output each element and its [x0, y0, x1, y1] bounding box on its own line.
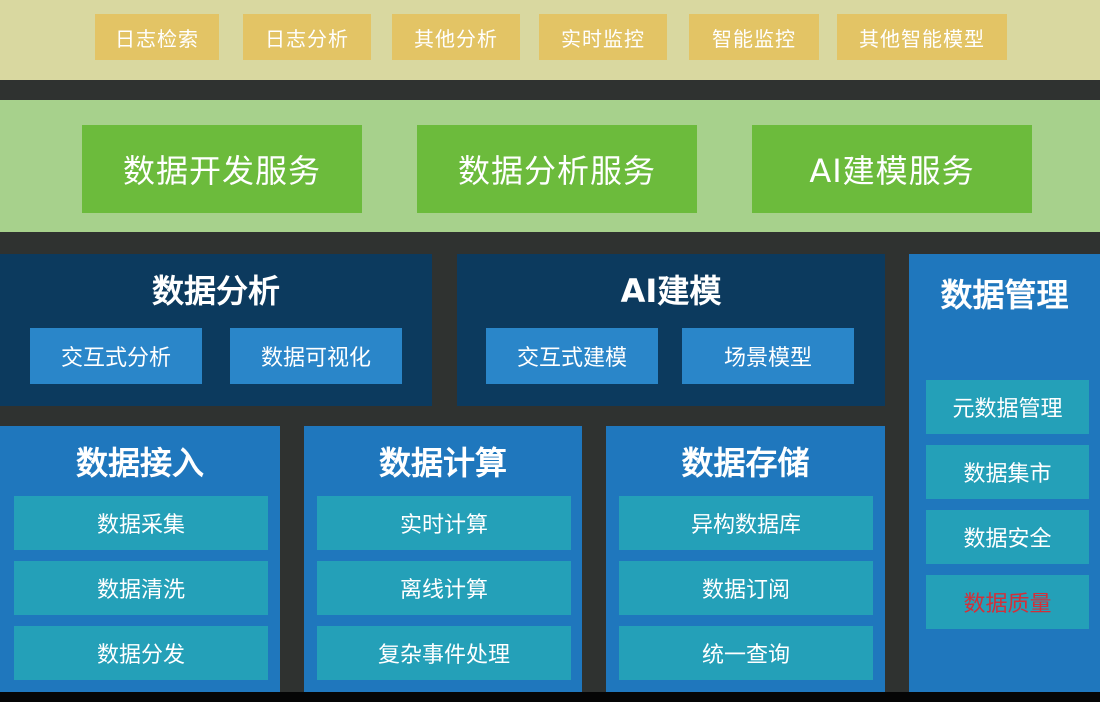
- item-data-distribution[interactable]: 数据分发: [14, 626, 268, 680]
- item-data-visualization[interactable]: 数据可视化: [230, 328, 402, 384]
- item-scenario-models[interactable]: 场景模型: [682, 328, 854, 384]
- item-metadata-management[interactable]: 元数据管理: [926, 380, 1089, 434]
- item-data-mart[interactable]: 数据集市: [926, 445, 1089, 499]
- app-other-smart-models[interactable]: 其他智能模型: [837, 14, 1007, 60]
- item-data-collection[interactable]: 数据采集: [14, 496, 268, 550]
- item-interactive-analysis[interactable]: 交互式分析: [30, 328, 202, 384]
- item-realtime-computing[interactable]: 实时计算: [317, 496, 571, 550]
- app-realtime-monitor[interactable]: 实时监控: [539, 14, 667, 60]
- item-data-security[interactable]: 数据安全: [926, 510, 1089, 564]
- service-data-development[interactable]: 数据开发服务: [82, 125, 362, 213]
- panel-data-ingestion: 数据接入 数据采集 数据清洗 数据分发: [0, 426, 280, 692]
- app-log-search[interactable]: 日志检索: [95, 14, 219, 60]
- item-data-cleansing[interactable]: 数据清洗: [14, 561, 268, 615]
- panel-data-management: 数据管理 元数据管理 数据集市 数据安全 数据质量: [909, 254, 1100, 692]
- panel-title: 数据管理: [940, 276, 1069, 314]
- item-interactive-modeling[interactable]: 交互式建模: [486, 328, 658, 384]
- panel-data-storage: 数据存储 异构数据库 数据订阅 统一查询: [606, 426, 885, 692]
- panel-title: 数据计算: [378, 444, 507, 482]
- panel-title: AI建模: [620, 272, 722, 310]
- item-complex-event-processing[interactable]: 复杂事件处理: [317, 626, 571, 680]
- panel-data-analysis: 数据分析 交互式分析 数据可视化: [0, 254, 432, 406]
- item-data-subscription[interactable]: 数据订阅: [619, 561, 873, 615]
- app-other-analysis[interactable]: 其他分析: [392, 14, 520, 60]
- item-heterogeneous-database[interactable]: 异构数据库: [619, 496, 873, 550]
- panel-ai-modeling: AI建模 交互式建模 场景模型: [457, 254, 885, 406]
- service-data-analysis[interactable]: 数据分析服务: [417, 125, 697, 213]
- bottom-edge-strip: [0, 692, 1100, 702]
- app-smart-monitor[interactable]: 智能监控: [689, 14, 819, 60]
- item-offline-computing[interactable]: 离线计算: [317, 561, 571, 615]
- panel-data-computing: 数据计算 实时计算 离线计算 复杂事件处理: [304, 426, 582, 692]
- service-layer-band: 数据开发服务 数据分析服务 AI建模服务: [0, 100, 1100, 232]
- item-data-quality[interactable]: 数据质量: [926, 575, 1089, 629]
- app-log-analysis[interactable]: 日志分析: [243, 14, 371, 60]
- panel-title: 数据分析: [151, 272, 280, 310]
- item-unified-query[interactable]: 统一查询: [619, 626, 873, 680]
- application-layer-band: 日志检索 日志分析 其他分析 实时监控 智能监控 其他智能模型: [0, 0, 1100, 80]
- panel-title: 数据接入: [75, 444, 204, 482]
- panel-title: 数据存储: [681, 444, 810, 482]
- service-ai-modeling[interactable]: AI建模服务: [752, 125, 1032, 213]
